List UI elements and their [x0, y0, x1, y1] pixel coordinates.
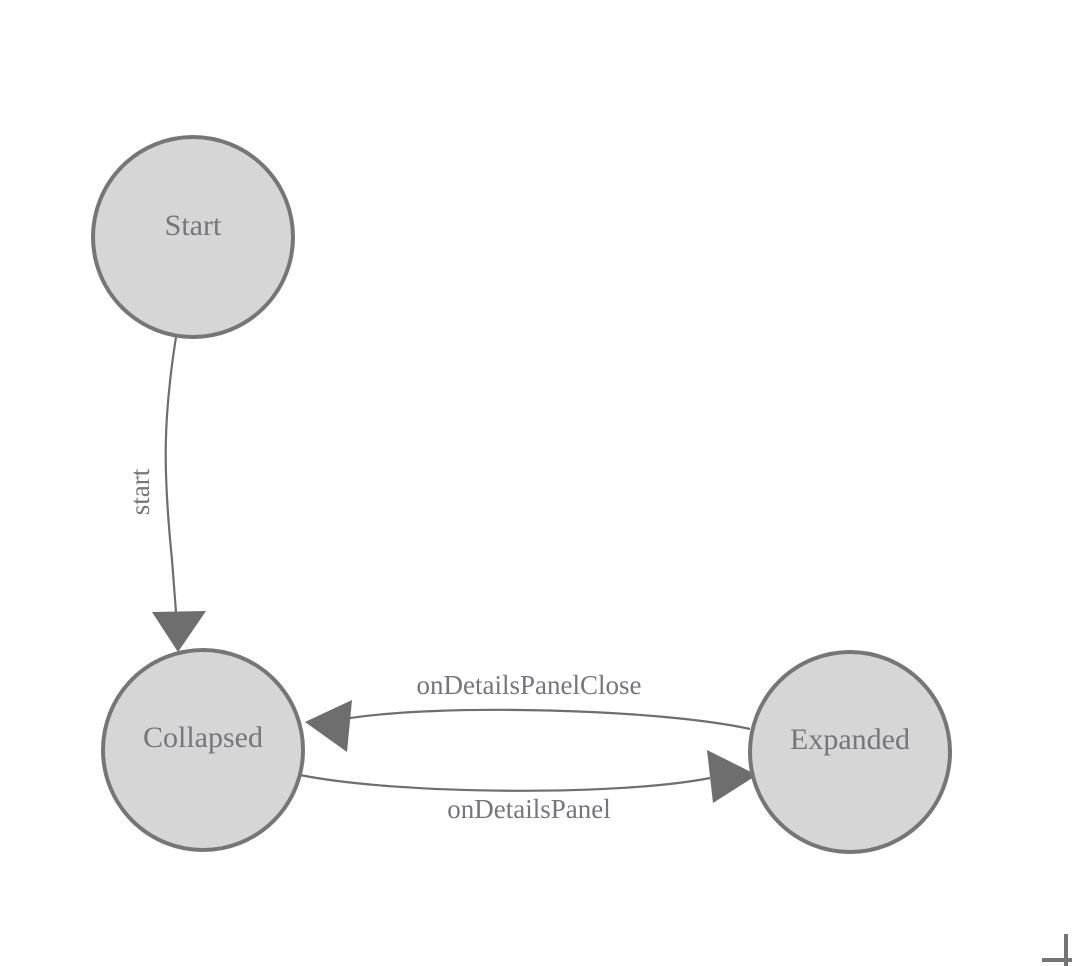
node-expanded-circle	[748, 650, 952, 854]
node-expanded[interactable]: Expanded	[748, 650, 952, 854]
resize-handle-horizontal-bar	[1042, 958, 1072, 962]
edge-start-to-collapsed[interactable]	[152, 336, 206, 652]
node-start-label: Start	[165, 209, 222, 242]
node-collapsed-circle	[101, 648, 305, 852]
edge-expanded-to-collapsed[interactable]	[305, 700, 751, 752]
edge-label-on-details-panel: onDetailsPanel	[447, 794, 610, 824]
edge-path-collapsed-to-expanded	[299, 773, 711, 792]
node-expanded-label: Expanded	[790, 723, 910, 756]
node-collapsed-label: Collapsed	[143, 721, 263, 754]
edge-label-start: start	[125, 468, 155, 515]
node-start-circle	[91, 135, 295, 339]
edge-path-start-to-collapsed	[164, 336, 180, 639]
node-start[interactable]: Start	[91, 135, 295, 339]
node-collapsed[interactable]: Collapsed	[101, 648, 305, 852]
resize-handle-vertical-bar	[1064, 934, 1068, 966]
edge-label-on-details-panel-close: onDetailsPanelClose	[417, 670, 642, 700]
edge-path-expanded-to-collapsed	[343, 708, 751, 731]
arrow-head-down-icon	[152, 611, 206, 652]
resize-handle-icon[interactable]	[1042, 934, 1072, 966]
arrow-head-left-icon	[305, 700, 352, 752]
edge-collapsed-to-expanded[interactable]	[299, 750, 757, 803]
arrow-head-right-icon	[707, 750, 757, 803]
